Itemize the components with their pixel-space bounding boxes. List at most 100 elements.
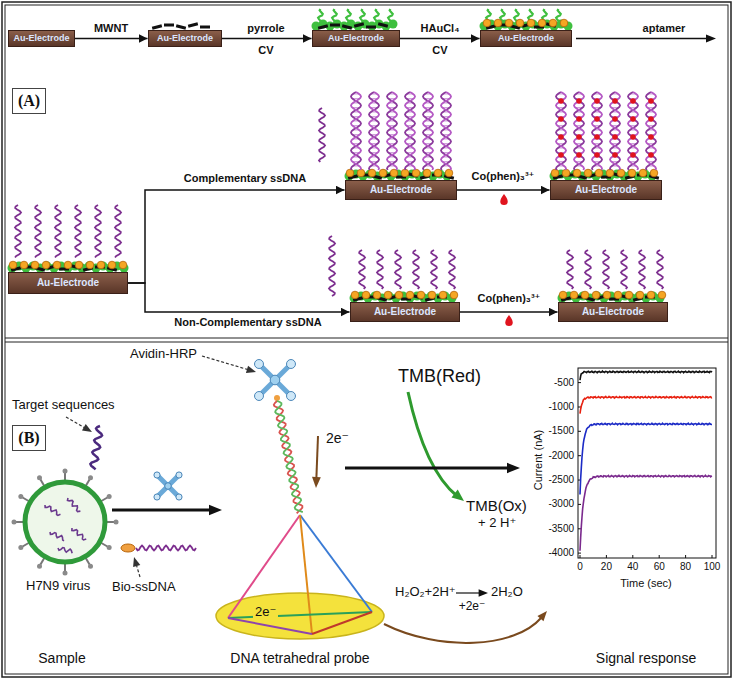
polypyrrole-strand xyxy=(388,9,393,24)
dsdna-strand xyxy=(574,92,584,170)
gold-nanoparticle xyxy=(395,291,403,299)
viral-rna xyxy=(50,532,64,541)
dsdna-strand xyxy=(628,92,638,170)
dsdna-strand xyxy=(556,92,566,170)
tick-label: -3500 xyxy=(548,523,574,535)
ssdna-strand xyxy=(603,250,609,289)
edge-label: Complementary ssDNA xyxy=(184,172,306,185)
cobalt-complex xyxy=(505,315,513,326)
probe-strand xyxy=(275,401,303,512)
gold-nanoparticle xyxy=(450,291,458,299)
dsdna-strand xyxy=(628,92,638,170)
dsdna-strand xyxy=(610,92,620,170)
dsdna-strand xyxy=(369,92,379,170)
ssdna-strand xyxy=(55,205,61,258)
nanotube xyxy=(164,24,174,27)
gold-nanoparticle xyxy=(647,291,655,299)
gold-nanoparticle xyxy=(412,169,420,177)
viral-rna xyxy=(67,498,80,512)
dsdna-strand xyxy=(369,92,379,170)
tick-mark xyxy=(578,455,581,456)
gold-nanoparticle xyxy=(434,169,442,177)
gold-nanoparticle xyxy=(417,291,425,299)
tick-label: -1500 xyxy=(548,425,574,437)
electrode-box: Au-Electrode xyxy=(480,30,572,47)
panel-b-art xyxy=(12,356,717,643)
gold-nanoparticle xyxy=(31,261,39,269)
cobalt-marker xyxy=(594,134,600,140)
ssdna-strand xyxy=(319,108,325,162)
virus-spike-tip xyxy=(18,494,23,499)
cobalt-marker xyxy=(648,98,654,104)
tick-label: 100 xyxy=(704,561,721,573)
tick-label: 80 xyxy=(680,561,691,573)
ssdna-strand xyxy=(567,250,573,289)
dsdna-strand xyxy=(592,92,602,170)
panel-tag: (B) xyxy=(12,425,46,451)
edge-label: HAuCl₄ xyxy=(421,22,460,35)
virus-spike-tip xyxy=(63,571,68,576)
gold-nanoparticle xyxy=(603,291,611,299)
avidin-lobe xyxy=(176,494,182,500)
gold-nanoparticle xyxy=(362,291,370,299)
virus-spike-tip xyxy=(107,545,112,550)
node-text: Au-Electrode xyxy=(575,184,637,196)
gold-nanoparticle xyxy=(584,169,592,177)
section-caption: Sample xyxy=(38,650,85,666)
gold-nanoparticle xyxy=(562,169,570,177)
cobalt-marker xyxy=(594,98,600,104)
gold-nanoparticle xyxy=(516,19,524,27)
viral-rna xyxy=(72,528,86,540)
tick-mark xyxy=(578,504,581,505)
tick-label: 40 xyxy=(627,561,638,573)
process-arrow xyxy=(112,509,213,512)
ssdna-strand xyxy=(431,250,437,289)
tick-mark xyxy=(632,555,633,558)
gold-nanoparticle xyxy=(628,169,636,177)
probe-strand xyxy=(274,401,303,513)
annotation: Target sequences xyxy=(12,398,115,413)
cobalt-marker xyxy=(558,134,564,140)
polypyrrole-strand xyxy=(318,9,323,24)
cobalt-marker xyxy=(630,98,636,104)
gold-nanoparticle xyxy=(527,19,535,27)
gold-nanoparticle xyxy=(573,169,581,177)
dsdna-strand xyxy=(351,92,361,170)
electrode-box: Au-Electrode xyxy=(345,180,457,200)
cobalt-marker xyxy=(612,152,618,158)
virus-spike-tip xyxy=(88,564,93,569)
tick-label: -4000 xyxy=(548,547,574,559)
tick-mark xyxy=(578,553,581,554)
avidin-lobe xyxy=(255,392,264,401)
node-text: Au-Electrode xyxy=(374,306,436,318)
avidin-lobe xyxy=(287,392,296,401)
dsdna-strand xyxy=(423,92,433,170)
dsdna-strand xyxy=(646,92,656,170)
virus-envelope xyxy=(25,482,105,562)
annotation: TMB(Red) xyxy=(398,366,481,387)
ssdna-strand xyxy=(395,250,401,289)
gold-nanoparticle xyxy=(551,169,559,177)
avidin-core xyxy=(165,483,172,490)
dsdna-strand xyxy=(610,92,620,170)
current-trace xyxy=(580,475,712,550)
arrow-head xyxy=(507,463,520,473)
cobalt-marker xyxy=(612,134,618,140)
process-arrow xyxy=(400,38,480,40)
dsdna-strand xyxy=(387,92,397,170)
oxidation-arrow xyxy=(408,392,457,496)
gold-nanoparticle xyxy=(483,19,491,27)
nanotube xyxy=(188,22,198,27)
arrow-head xyxy=(451,490,464,501)
gold-nanoparticle xyxy=(494,19,502,27)
tick-label: 60 xyxy=(654,561,665,573)
node-text: 2e⁻ xyxy=(253,605,278,620)
gold-nanoparticle xyxy=(373,291,381,299)
ssdna-strand xyxy=(621,250,627,289)
avidin-core xyxy=(270,375,280,385)
gold-nanoparticle xyxy=(53,261,61,269)
node-text: Au-Electrode xyxy=(37,277,99,289)
virus-spike-tip xyxy=(88,475,93,480)
